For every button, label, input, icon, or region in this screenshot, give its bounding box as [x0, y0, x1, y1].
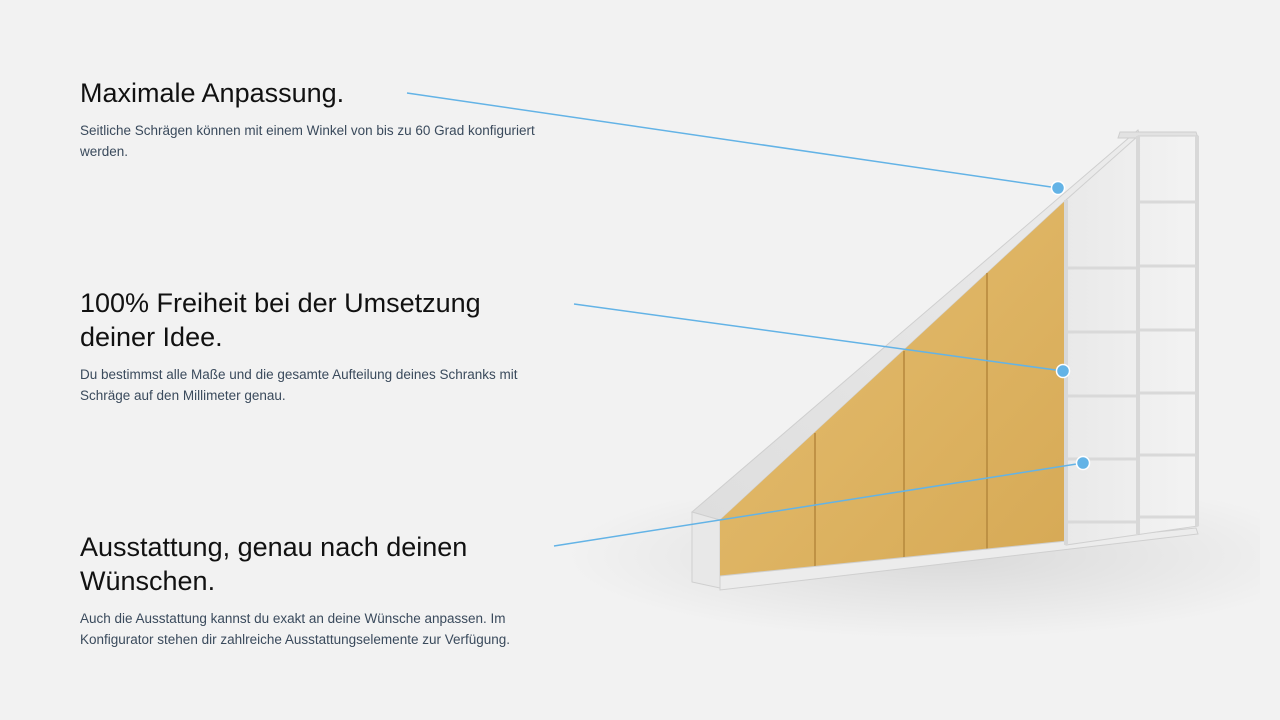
feature-description: Auch die Ausstattung kannst du exakt an … — [80, 611, 511, 647]
feature-block-equipment: Ausstattung, genau nach deinen Wünschen.… — [80, 530, 580, 650]
feature-title: Ausstattung, genau nach deinen Wünschen. — [80, 532, 468, 596]
feature-title: 100% Freiheit bei der Umsetzung deiner I… — [80, 288, 481, 352]
feature-title: Maximale Anpassung. — [80, 78, 345, 108]
cabinet-doors — [720, 200, 1066, 576]
callout-line — [553, 462, 1084, 547]
callout-line — [573, 303, 1064, 372]
feature-block-customization: Maximale Anpassung. Seitliche Schrägen k… — [80, 76, 540, 162]
callout-dot — [1055, 363, 1071, 379]
feature-description: Seitliche Schrägen können mit einem Wink… — [80, 123, 535, 159]
feature-block-freedom: 100% Freiheit bei der Umsetzung deiner I… — [80, 286, 560, 406]
callout-dot — [1050, 180, 1066, 196]
callout-line — [406, 92, 1059, 189]
callout-dot — [1075, 455, 1091, 471]
shelving-unit — [1065, 135, 1199, 546]
feature-description: Du bestimmst alle Maße und die gesamte A… — [80, 367, 518, 403]
